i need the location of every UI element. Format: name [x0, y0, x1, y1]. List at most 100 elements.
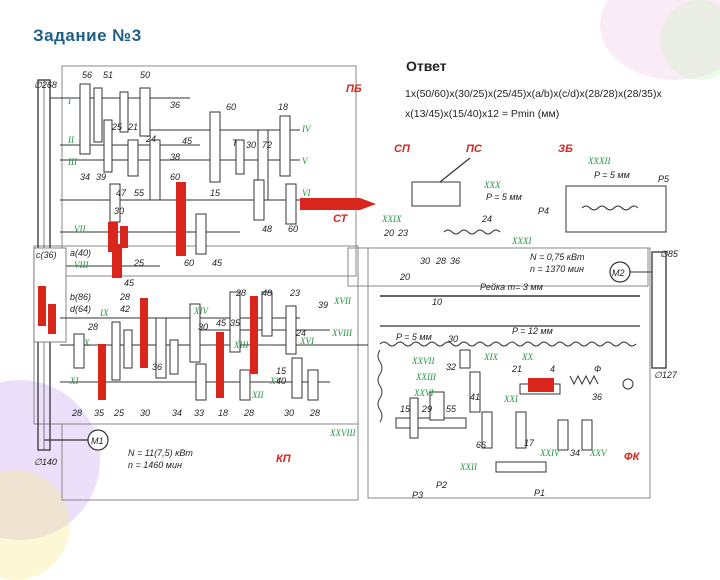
svg-text:28: 28 — [309, 408, 320, 418]
svg-text:XX: XX — [521, 352, 533, 362]
svg-text:45: 45 — [124, 278, 135, 288]
svg-text:36: 36 — [170, 100, 180, 110]
svg-text:4: 4 — [550, 364, 555, 374]
svg-text:28: 28 — [71, 408, 82, 418]
svg-text:25: 25 — [113, 408, 125, 418]
apron-gear-10: 10 — [432, 297, 442, 307]
svg-text:15: 15 — [276, 366, 287, 376]
pulley-right-bottom-label: ∅127 — [654, 370, 678, 380]
motor-m1-label: M1 — [91, 436, 104, 446]
tailstock-body — [565, 185, 667, 233]
svg-text:28: 28 — [119, 292, 130, 302]
svg-text:47: 47 — [116, 188, 127, 198]
svg-text:P1: P1 — [534, 488, 545, 498]
svg-text:34: 34 — [80, 172, 90, 182]
svg-text:XXXII: XXXII — [587, 156, 611, 166]
change-gear-a-label: a(40) — [70, 248, 91, 258]
svg-text:25: 25 — [111, 122, 123, 132]
t-label: T — [232, 138, 239, 148]
svg-text:72: 72 — [262, 140, 272, 150]
svg-text:30: 30 — [420, 256, 430, 266]
svg-text:60: 60 — [226, 102, 236, 112]
kinematic-diagram: ∅268 ∅140 ∅85 ∅127 — [33, 65, 679, 501]
feedbox-shafts — [60, 317, 368, 383]
motor-m2-power: N = 0,75 кВт — [530, 252, 585, 262]
carriage-frame — [347, 247, 649, 287]
feed-rod-pitch: P = 12 мм — [512, 326, 553, 336]
answer-formula-line-1: 1х(50/60)х(30/25)х(25/45)х(a/b)х(c/d)х(2… — [405, 88, 662, 100]
svg-text:51: 51 — [103, 70, 113, 80]
svg-text:XIII: XIII — [233, 340, 249, 350]
svg-text:24: 24 — [295, 328, 306, 338]
svg-text:XXI: XXI — [503, 394, 519, 404]
block-label-st: СТ — [333, 213, 349, 225]
change-gear-d-label: d(64) — [70, 304, 91, 314]
svg-text:P2: P2 — [436, 480, 447, 490]
svg-text:38: 38 — [170, 152, 180, 162]
svg-text:17: 17 — [524, 438, 535, 448]
svg-text:P5: P5 — [658, 174, 670, 184]
svg-text:56: 56 — [82, 70, 92, 80]
svg-text:34: 34 — [570, 448, 580, 458]
svg-text:34: 34 — [172, 408, 182, 418]
svg-text:45: 45 — [216, 318, 227, 328]
svg-text:41: 41 — [470, 392, 480, 402]
svg-text:45: 45 — [212, 258, 223, 268]
svg-text:XXVIII: XXVIII — [329, 428, 356, 438]
shaft-numerals: I II III IV V VI VII VIII IX X XI XII XI… — [67, 96, 611, 472]
headstock-red-gears — [108, 182, 186, 278]
svg-text:XXIV: XXIV — [539, 448, 561, 458]
svg-text:V: V — [302, 156, 309, 166]
svg-text:II: II — [67, 135, 75, 145]
svg-text:30: 30 — [114, 206, 124, 216]
svg-text:23: 23 — [289, 288, 300, 298]
svg-text:60: 60 — [288, 224, 298, 234]
apron-gear-numbers: 30 55 15 29 66 17 34 4 21 36 32 41 — [400, 334, 602, 458]
svg-text:20: 20 — [383, 228, 394, 238]
svg-text:XVIII: XVIII — [331, 328, 353, 338]
tailstock-screw — [581, 205, 639, 211]
svg-text:36: 36 — [152, 362, 162, 372]
svg-text:P3: P3 — [412, 490, 423, 500]
svg-text:XXVI: XXVI — [413, 388, 434, 398]
svg-text:XXIII: XXIII — [415, 372, 437, 382]
svg-text:48: 48 — [262, 288, 272, 298]
svg-text:36: 36 — [592, 392, 602, 402]
feedbox-gear-numbers: 28 42 28 30 36 28 35 25 30 34 33 18 28 4… — [71, 288, 328, 418]
svg-text:50: 50 — [140, 70, 150, 80]
svg-text:XII: XII — [251, 390, 264, 400]
handwheel-labels: P1 P2 P3 P4 P5 — [412, 174, 670, 500]
svg-text:55: 55 — [134, 188, 145, 198]
svg-text:28: 28 — [243, 408, 254, 418]
change-gear-c-label: c(36) — [36, 250, 57, 260]
cross-screw — [443, 229, 501, 235]
svg-text:XXX: XXX — [483, 180, 501, 190]
svg-text:XXII: XXII — [459, 462, 478, 472]
lead-screw-pitch: P = 5 мм — [396, 332, 432, 342]
rack-label: Рейка m= 3 мм — [480, 282, 543, 292]
headstock-gear-numbers: 56 51 50 36 25 21 24 34 39 47 55 38 60 4… — [80, 70, 298, 288]
svg-text:48: 48 — [262, 224, 272, 234]
block-label-pb: ПБ — [346, 83, 362, 95]
svg-text:IX: IX — [99, 308, 109, 318]
svg-text:30: 30 — [448, 334, 458, 344]
motor-m1-power: N = 11(7,5) кВт — [128, 448, 193, 458]
block-label-ps: ПС — [466, 143, 483, 155]
bottom-frame — [61, 423, 359, 501]
svg-text:30: 30 — [284, 408, 294, 418]
headstock-frame — [61, 65, 357, 277]
tool-post — [411, 181, 461, 207]
svg-text:XVI: XVI — [299, 336, 315, 346]
svg-text:40: 40 — [276, 376, 286, 386]
svg-text:XXXI: XXXI — [511, 236, 532, 246]
block-label-fk: ФК — [624, 451, 641, 463]
svg-text:IV: IV — [301, 124, 312, 134]
pulley-right-top-label: ∅85 — [660, 249, 679, 259]
svg-text:XIX: XIX — [483, 352, 498, 362]
svg-text:24: 24 — [145, 134, 156, 144]
block-label-kp: КП — [276, 453, 292, 465]
svg-text:XIV: XIV — [193, 306, 209, 316]
lead-screw — [379, 341, 637, 347]
svg-text:18: 18 — [218, 408, 228, 418]
cross-screw-pitch: P = 5 мм — [486, 192, 522, 202]
